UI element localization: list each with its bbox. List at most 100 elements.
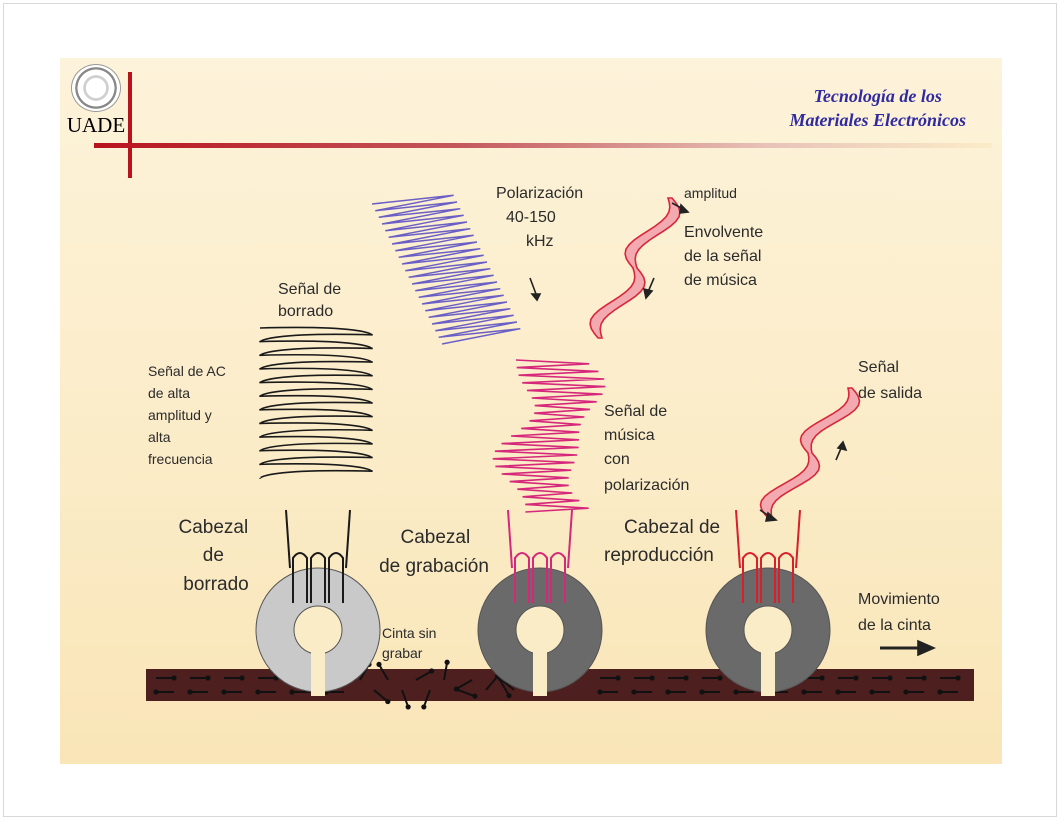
domain-arrow-tip <box>444 659 450 665</box>
play-coil-turn <box>742 552 758 603</box>
record-coil-lead-right <box>567 509 573 569</box>
slide: UADE Tecnología de los Materiales Electr… <box>60 58 1002 764</box>
polarizacion-label: Polarización 40-150 kHz <box>496 185 588 250</box>
domain-arrow-tip <box>597 689 603 695</box>
tape-blank-label: Cinta sin grabar <box>382 625 440 661</box>
domain-arrow-tip <box>239 675 245 681</box>
record-head-coil <box>507 509 573 603</box>
erase-ring-hole <box>293 605 343 655</box>
header-horizontal-rule <box>94 143 992 148</box>
domain-arrow <box>455 679 473 690</box>
music-wave-path <box>492 359 606 513</box>
domain-arrow-tip <box>405 704 411 710</box>
domain-arrow-tip <box>421 704 427 710</box>
amplitud-arrow-head <box>679 203 690 214</box>
logo-text: UADE <box>66 113 126 137</box>
play-coil-lead-right <box>795 509 801 569</box>
domain-arrow-tip <box>903 689 909 695</box>
domain-arrow-tip <box>171 675 177 681</box>
erase-signal-wave <box>259 326 373 479</box>
domain-arrow-tip <box>453 686 460 692</box>
record-coil-turn <box>550 552 566 603</box>
playback-head <box>705 509 831 696</box>
domain-arrow-tip <box>187 689 193 695</box>
domain-arrow-tip <box>376 661 382 668</box>
domain-arrow-tip <box>631 689 637 695</box>
erase-coil-turn <box>292 552 308 603</box>
domain-arrow-tip <box>615 675 621 681</box>
domain-arrow-tip <box>683 675 689 681</box>
tape-recorder-diagram: Señal de borrado Señal de AC de alta amp… <box>146 185 974 710</box>
domain-arrow-tip <box>887 675 893 681</box>
university-seal-icon <box>71 64 121 112</box>
erase-head <box>255 509 381 696</box>
bias-signal-wave <box>371 194 521 345</box>
uade-logo: UADE <box>66 64 126 137</box>
playback-head-coil <box>735 509 801 603</box>
play-coil-turn <box>760 552 776 603</box>
output-ribbon <box>759 387 861 519</box>
erase-head-label: Cabezal de borrado <box>179 517 254 595</box>
domain-arrow <box>499 679 510 697</box>
domain-arrow-tip <box>385 698 391 705</box>
ac-signal-label: Señal de AC de alta amplitud y alta frec… <box>148 363 230 467</box>
domain-arrow-tip <box>506 692 512 699</box>
domain-arrow-tip <box>221 689 227 695</box>
playback-head-label: Cabezal de reproducción <box>604 517 725 566</box>
domain-arrow <box>422 689 431 708</box>
domain-arrow <box>499 677 515 691</box>
erase-head-ring <box>255 567 381 696</box>
domain-arrow-tip <box>428 668 435 674</box>
erase-coil-turn <box>310 552 326 603</box>
bias-pointer-head <box>530 293 542 302</box>
output-arrow-down-head <box>764 511 778 522</box>
tape-domain-arrows <box>153 659 961 710</box>
domain-arrow-tip <box>921 675 927 681</box>
record-head-ring <box>477 567 603 696</box>
title-line-1: Tecnología de los <box>813 86 942 106</box>
erase-coil-lead-right <box>345 509 351 569</box>
output-signal-wave <box>759 387 861 519</box>
domain-arrow-tip <box>869 689 875 695</box>
domain-arrow <box>485 675 499 691</box>
erase-head-coil <box>285 509 351 603</box>
domain-arrow <box>401 689 410 708</box>
domain-arrow <box>373 689 389 703</box>
domain-arrow <box>415 670 433 681</box>
musica-polarizacion-label: Señal de música con polarización <box>604 403 689 494</box>
record-ring-hole <box>515 605 565 655</box>
music-envelope-wave <box>589 197 681 339</box>
record-head-label: Cabezal de grabación <box>379 527 489 577</box>
page-frame <box>3 3 1057 817</box>
domain-arrow <box>443 662 449 681</box>
envolvente-label: Envolvente de la señal de música <box>684 224 768 289</box>
domain-arrow-tip <box>801 689 807 695</box>
domain-arrow-tip <box>699 689 705 695</box>
envelope-ribbon <box>589 197 681 339</box>
domain-arrow <box>457 689 476 698</box>
domain-arrow-tip <box>289 689 295 695</box>
domain-arrow-tip <box>717 675 723 681</box>
record-coil-turn <box>532 552 548 603</box>
movement-label: Movimiento de la cinta <box>858 591 944 634</box>
erase-wave-path <box>259 326 373 479</box>
slide-title: Tecnología de los Materiales Electrónico… <box>790 84 967 132</box>
domain-arrow-tip <box>665 689 671 695</box>
play-coil-turn <box>778 552 794 603</box>
domain-arrow-tip <box>255 689 261 695</box>
title-line-2: Materiales Electrónicos <box>789 110 967 130</box>
output-arrow-up-head <box>836 440 848 452</box>
domain-arrow-tip <box>835 689 841 695</box>
erase-coil-lead-left <box>285 509 291 569</box>
header-vertical-rule <box>128 72 132 178</box>
record-coil-lead-left <box>507 509 513 569</box>
domain-arrow-tip <box>649 675 655 681</box>
domain-arrow <box>378 663 389 681</box>
music-bias-signal-wave <box>492 359 606 513</box>
amplitud-label: amplitud <box>684 185 737 201</box>
erase-coil-turn <box>328 552 344 603</box>
play-ring-hole <box>743 605 793 655</box>
domain-arrow-tip <box>853 675 859 681</box>
movement-arrow-head <box>917 639 936 657</box>
borrado-signal-label: Señal de borrado <box>278 281 346 320</box>
